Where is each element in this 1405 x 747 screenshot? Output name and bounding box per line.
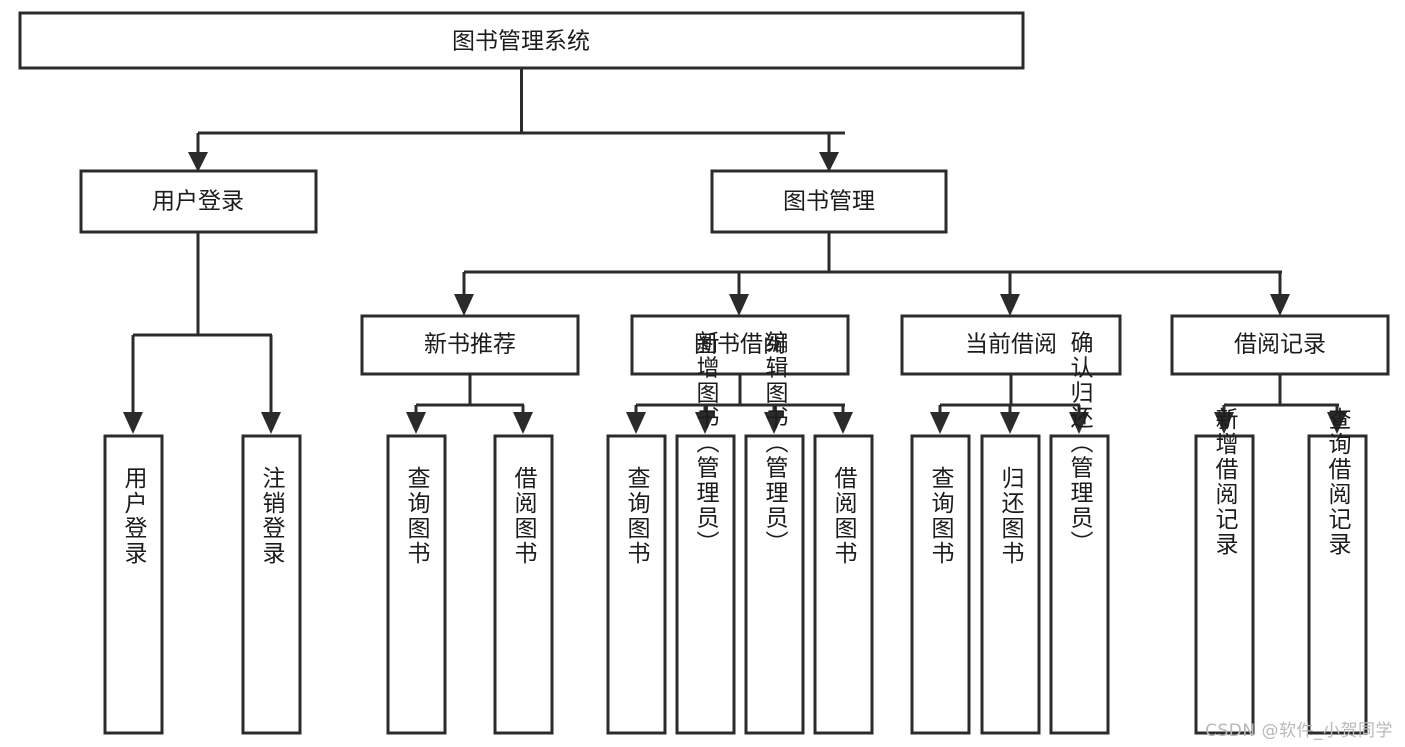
node-bb-borrow-book-label: 借阅图书 (830, 466, 858, 566)
node-bb-query-book-box[interactable] (606, 434, 667, 735)
arrow-nbr-child-2 (513, 412, 533, 434)
node-bb-add-book-box[interactable] (675, 434, 736, 735)
node-new-book-recommend-box[interactable] (360, 314, 580, 376)
node-br-add-record-box[interactable] (1194, 434, 1255, 735)
node-bb-edit-book-label: 编辑图书（管理员） (761, 331, 789, 556)
node-root-box[interactable] (18, 11, 1025, 70)
node-cb-query-book-label: 查询图书 (927, 466, 955, 566)
node-user-login-label: 用户登录 (152, 189, 244, 215)
node-user-login-do-box[interactable] (103, 434, 164, 735)
node-bb-add-book-label: 新增图书（管理员） (692, 331, 720, 556)
node-cb-query-book[interactable]: 查询图书 (910, 434, 971, 735)
node-cb-return-book-box[interactable] (980, 434, 1041, 735)
node-current-borrow-label: 当前借阅 (965, 332, 1057, 358)
node-bb-add-book[interactable]: 新增图书（管理员） (675, 331, 736, 735)
node-book-borrow-label: 图书借阅 (694, 332, 786, 358)
node-book-management-box[interactable] (710, 169, 948, 234)
node-user-login-box[interactable] (79, 169, 318, 234)
arrow-user-login-child-2 (261, 412, 281, 434)
csdn-watermark: CSDN @软件_小贺同学 (1205, 721, 1393, 741)
arrow-bb-child-1 (626, 412, 646, 434)
arrow-bm-to-new-book-recommend (454, 294, 474, 316)
arrow-cb-child-3 (1069, 412, 1089, 434)
node-br-query-record-label: 查询借阅记录 (1324, 407, 1352, 557)
arrow-nbr-child-1 (406, 412, 426, 434)
arrow-root-to-book-management (819, 152, 839, 172)
node-br-query-record-box[interactable] (1307, 434, 1368, 735)
node-borrow-record[interactable]: 借阅记录 (1170, 314, 1390, 376)
node-bb-edit-book-box[interactable] (744, 434, 805, 735)
node-user-logout-box[interactable] (241, 434, 302, 735)
arrow-bm-to-book-borrow (729, 294, 749, 316)
connector-layer (123, 68, 1347, 434)
node-cb-query-book-box[interactable] (910, 434, 971, 735)
node-nbr-query-book-box[interactable] (386, 434, 447, 735)
node-bb-edit-book[interactable]: 编辑图书（管理员） (744, 331, 805, 735)
arrow-br-child-2 (1327, 412, 1347, 434)
node-new-book-recommend[interactable]: 新书推荐 (360, 314, 580, 376)
node-borrow-record-box[interactable] (1170, 314, 1390, 376)
node-new-book-recommend-label: 新书推荐 (424, 332, 516, 358)
arrow-br-child-1 (1214, 412, 1234, 434)
node-cb-confirm-return-label: 确认归还（管理员） (1066, 331, 1094, 556)
node-book-management-label: 图书管理 (783, 189, 875, 215)
node-user-logout[interactable]: 注销登录 (241, 434, 302, 735)
node-book-borrow-box[interactable] (630, 314, 850, 376)
node-bb-borrow-book-box[interactable] (813, 434, 874, 735)
node-borrow-record-label: 借阅记录 (1234, 332, 1326, 358)
node-user-login[interactable]: 用户登录 (79, 169, 318, 234)
node-nbr-borrow-book[interactable]: 借阅图书 (493, 434, 554, 735)
node-current-borrow-box[interactable] (900, 314, 1122, 376)
node-user-login-do[interactable]: 用户登录 (103, 434, 164, 735)
arrow-bm-to-current-borrow (1000, 294, 1020, 316)
node-cb-confirm-return[interactable]: 确认归还（管理员） (1049, 331, 1110, 735)
node-current-borrow[interactable]: 当前借阅 (900, 314, 1122, 376)
node-br-add-record[interactable]: 新增借阅记录 (1194, 407, 1255, 735)
node-root[interactable]: 图书管理系统 (18, 11, 1025, 70)
arrow-root-to-user-login (188, 152, 208, 172)
node-bb-query-book[interactable]: 查询图书 (606, 434, 667, 735)
arrow-cb-child-2 (1000, 412, 1020, 434)
node-cb-return-book-label: 归还图书 (997, 466, 1025, 566)
node-user-logout-label: 注销登录 (258, 466, 286, 566)
node-book-management[interactable]: 图书管理 (710, 169, 948, 234)
arrow-bb-child-2 (695, 412, 715, 434)
arrow-bm-to-borrow-record (1270, 294, 1290, 316)
node-br-add-record-label: 新增借阅记录 (1211, 407, 1239, 557)
node-bb-borrow-book[interactable]: 借阅图书 (813, 434, 874, 735)
node-nbr-query-book[interactable]: 查询图书 (386, 434, 447, 735)
node-bb-query-book-label: 查询图书 (623, 466, 651, 566)
arrow-bb-child-4 (833, 412, 853, 434)
node-cb-return-book[interactable]: 归还图书 (980, 434, 1041, 735)
arrow-cb-child-1 (930, 412, 950, 434)
node-root-label: 图书管理系统 (452, 29, 590, 55)
node-nbr-borrow-book-box[interactable] (493, 434, 554, 735)
node-nbr-query-book-label: 查询图书 (403, 466, 431, 566)
node-nbr-borrow-book-label: 借阅图书 (510, 466, 538, 566)
node-book-borrow[interactable]: 图书借阅 (630, 314, 850, 376)
arrow-user-login-child-1 (123, 412, 143, 434)
node-cb-confirm-return-box[interactable] (1049, 434, 1110, 735)
node-user-login-do-label: 用户登录 (120, 466, 148, 566)
node-br-query-record[interactable]: 查询借阅记录 (1307, 407, 1368, 735)
arrow-bb-child-3 (764, 412, 784, 434)
